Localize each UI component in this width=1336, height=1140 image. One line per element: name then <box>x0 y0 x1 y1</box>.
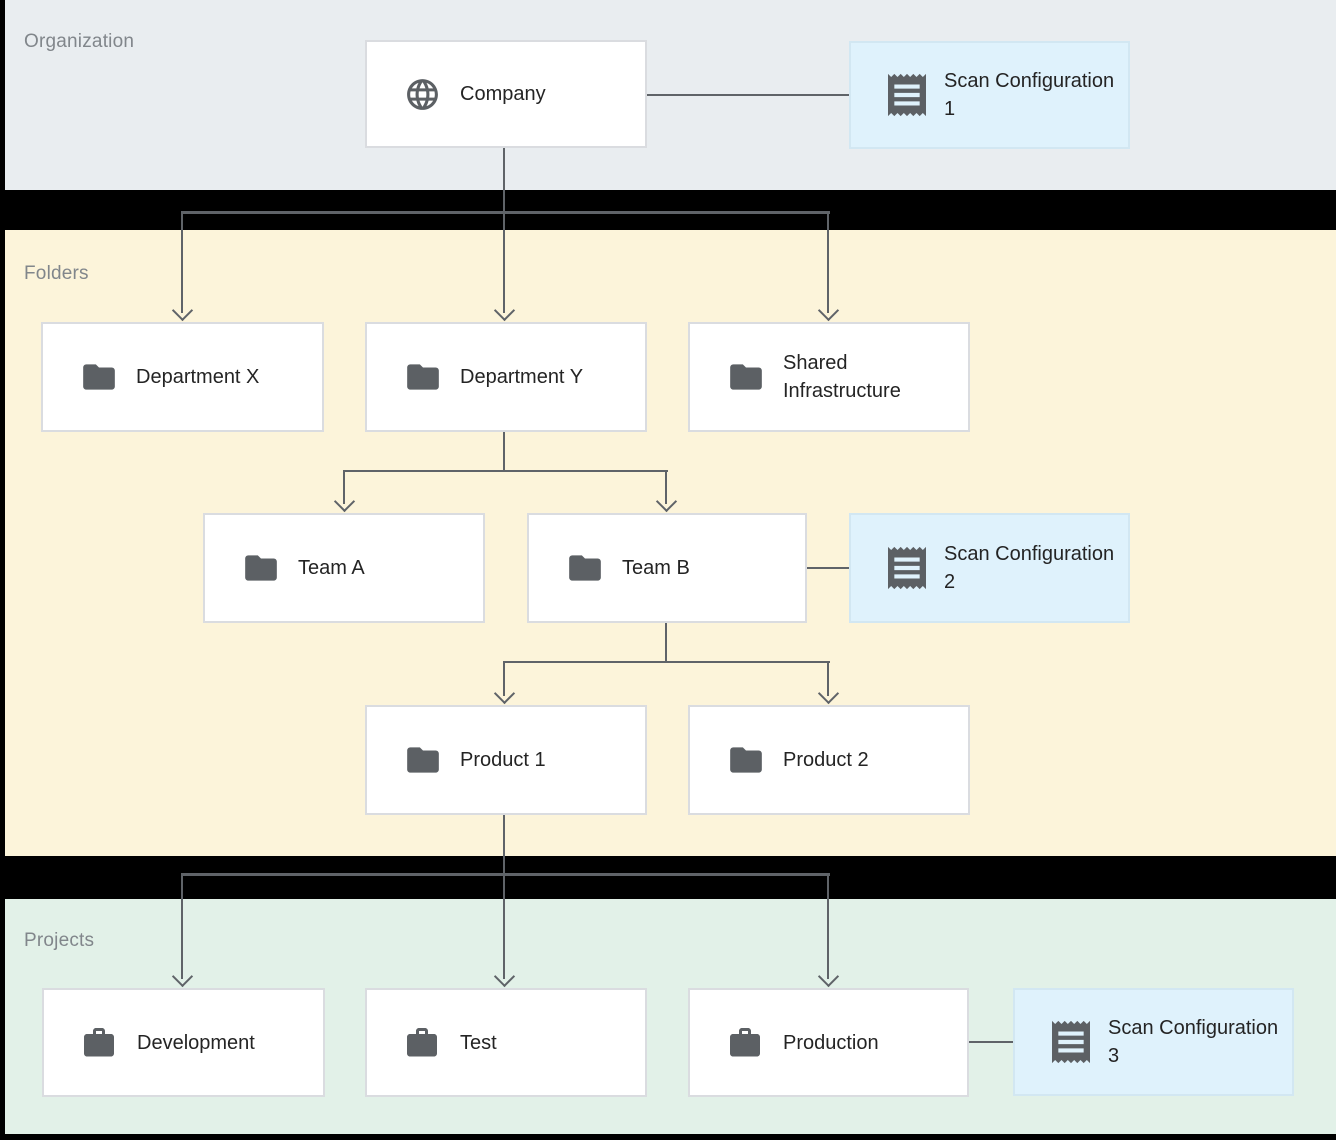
connector-to-product-1 <box>503 661 505 696</box>
node-product-2: Product 2 <box>688 705 970 815</box>
connector-to-product-2 <box>827 661 829 696</box>
connector-product-1-down <box>503 815 505 979</box>
connector-projects-branch <box>181 873 830 876</box>
connector-to-shared-infrastructure <box>827 211 829 313</box>
node-label: Scan Configuration 3 <box>1108 1017 1279 1067</box>
node-scan-configuration-3: Scan Configuration 3 <box>1013 988 1294 1096</box>
node-label: Company <box>460 83 546 105</box>
organization-band-label: Organization <box>24 31 135 52</box>
globe-icon <box>404 76 444 113</box>
node-shared-infrastructure: Shared Infrastructure <box>688 322 970 432</box>
connector-to-development <box>181 873 183 979</box>
node-test: Test <box>365 988 647 1097</box>
node-label: Product 2 <box>783 749 869 771</box>
receipt-icon <box>1052 1020 1092 1064</box>
connector-to-department-x <box>181 211 183 313</box>
node-label: Scan Configuration 2 <box>944 543 1115 593</box>
node-department-y: Department Y <box>365 322 647 432</box>
briefcase-icon <box>404 1025 444 1061</box>
node-scan-configuration-2: Scan Configuration 2 <box>849 513 1130 623</box>
folder-icon <box>80 358 120 396</box>
node-label: Department X <box>136 366 260 388</box>
connector-product-branch <box>503 661 830 663</box>
node-label: Test <box>460 1031 497 1054</box>
node-label: Shared Infrastructure <box>783 352 901 402</box>
folder-icon <box>727 358 767 396</box>
receipt-icon <box>888 73 928 117</box>
connector-team-branch <box>343 470 668 472</box>
connector-production-scan3 <box>968 1041 1013 1043</box>
node-production: Production <box>688 988 969 1097</box>
folder-icon <box>566 549 606 587</box>
node-label: Product 1 <box>460 749 546 771</box>
folders-band-label: Folders <box>24 263 89 284</box>
connector-to-team-b <box>665 470 667 504</box>
node-company: Company <box>365 40 647 148</box>
node-scan-configuration-1: Scan Configuration 1 <box>849 41 1130 149</box>
connector-team-b-down <box>665 623 667 663</box>
node-product-1: Product 1 <box>365 705 647 815</box>
folder-icon <box>242 549 282 587</box>
node-team-a: Team A <box>203 513 485 623</box>
folder-icon <box>404 741 444 779</box>
folder-icon <box>727 741 767 779</box>
node-development: Development <box>42 988 325 1097</box>
briefcase-icon <box>81 1025 121 1061</box>
connector-to-production <box>827 873 829 979</box>
receipt-icon <box>888 546 928 590</box>
node-team-b: Team B <box>527 513 807 623</box>
node-department-x: Department X <box>41 322 324 432</box>
briefcase-icon <box>727 1025 767 1061</box>
node-label: Development <box>137 1031 255 1054</box>
connector-to-team-a <box>343 470 345 504</box>
connector-team-b-scan2 <box>807 567 849 569</box>
node-label: Scan Configuration 1 <box>944 70 1115 120</box>
folder-icon <box>404 358 444 396</box>
projects-band-label: Projects <box>24 930 95 951</box>
node-label: Team B <box>622 557 690 579</box>
node-label: Production <box>783 1031 879 1054</box>
connector-company-down <box>503 148 505 313</box>
connector-company-scan1 <box>647 94 849 96</box>
connector-org-branch <box>181 211 830 214</box>
connector-department-y-down <box>503 432 505 472</box>
node-label: Team A <box>298 557 365 579</box>
node-label: Department Y <box>460 366 584 388</box>
